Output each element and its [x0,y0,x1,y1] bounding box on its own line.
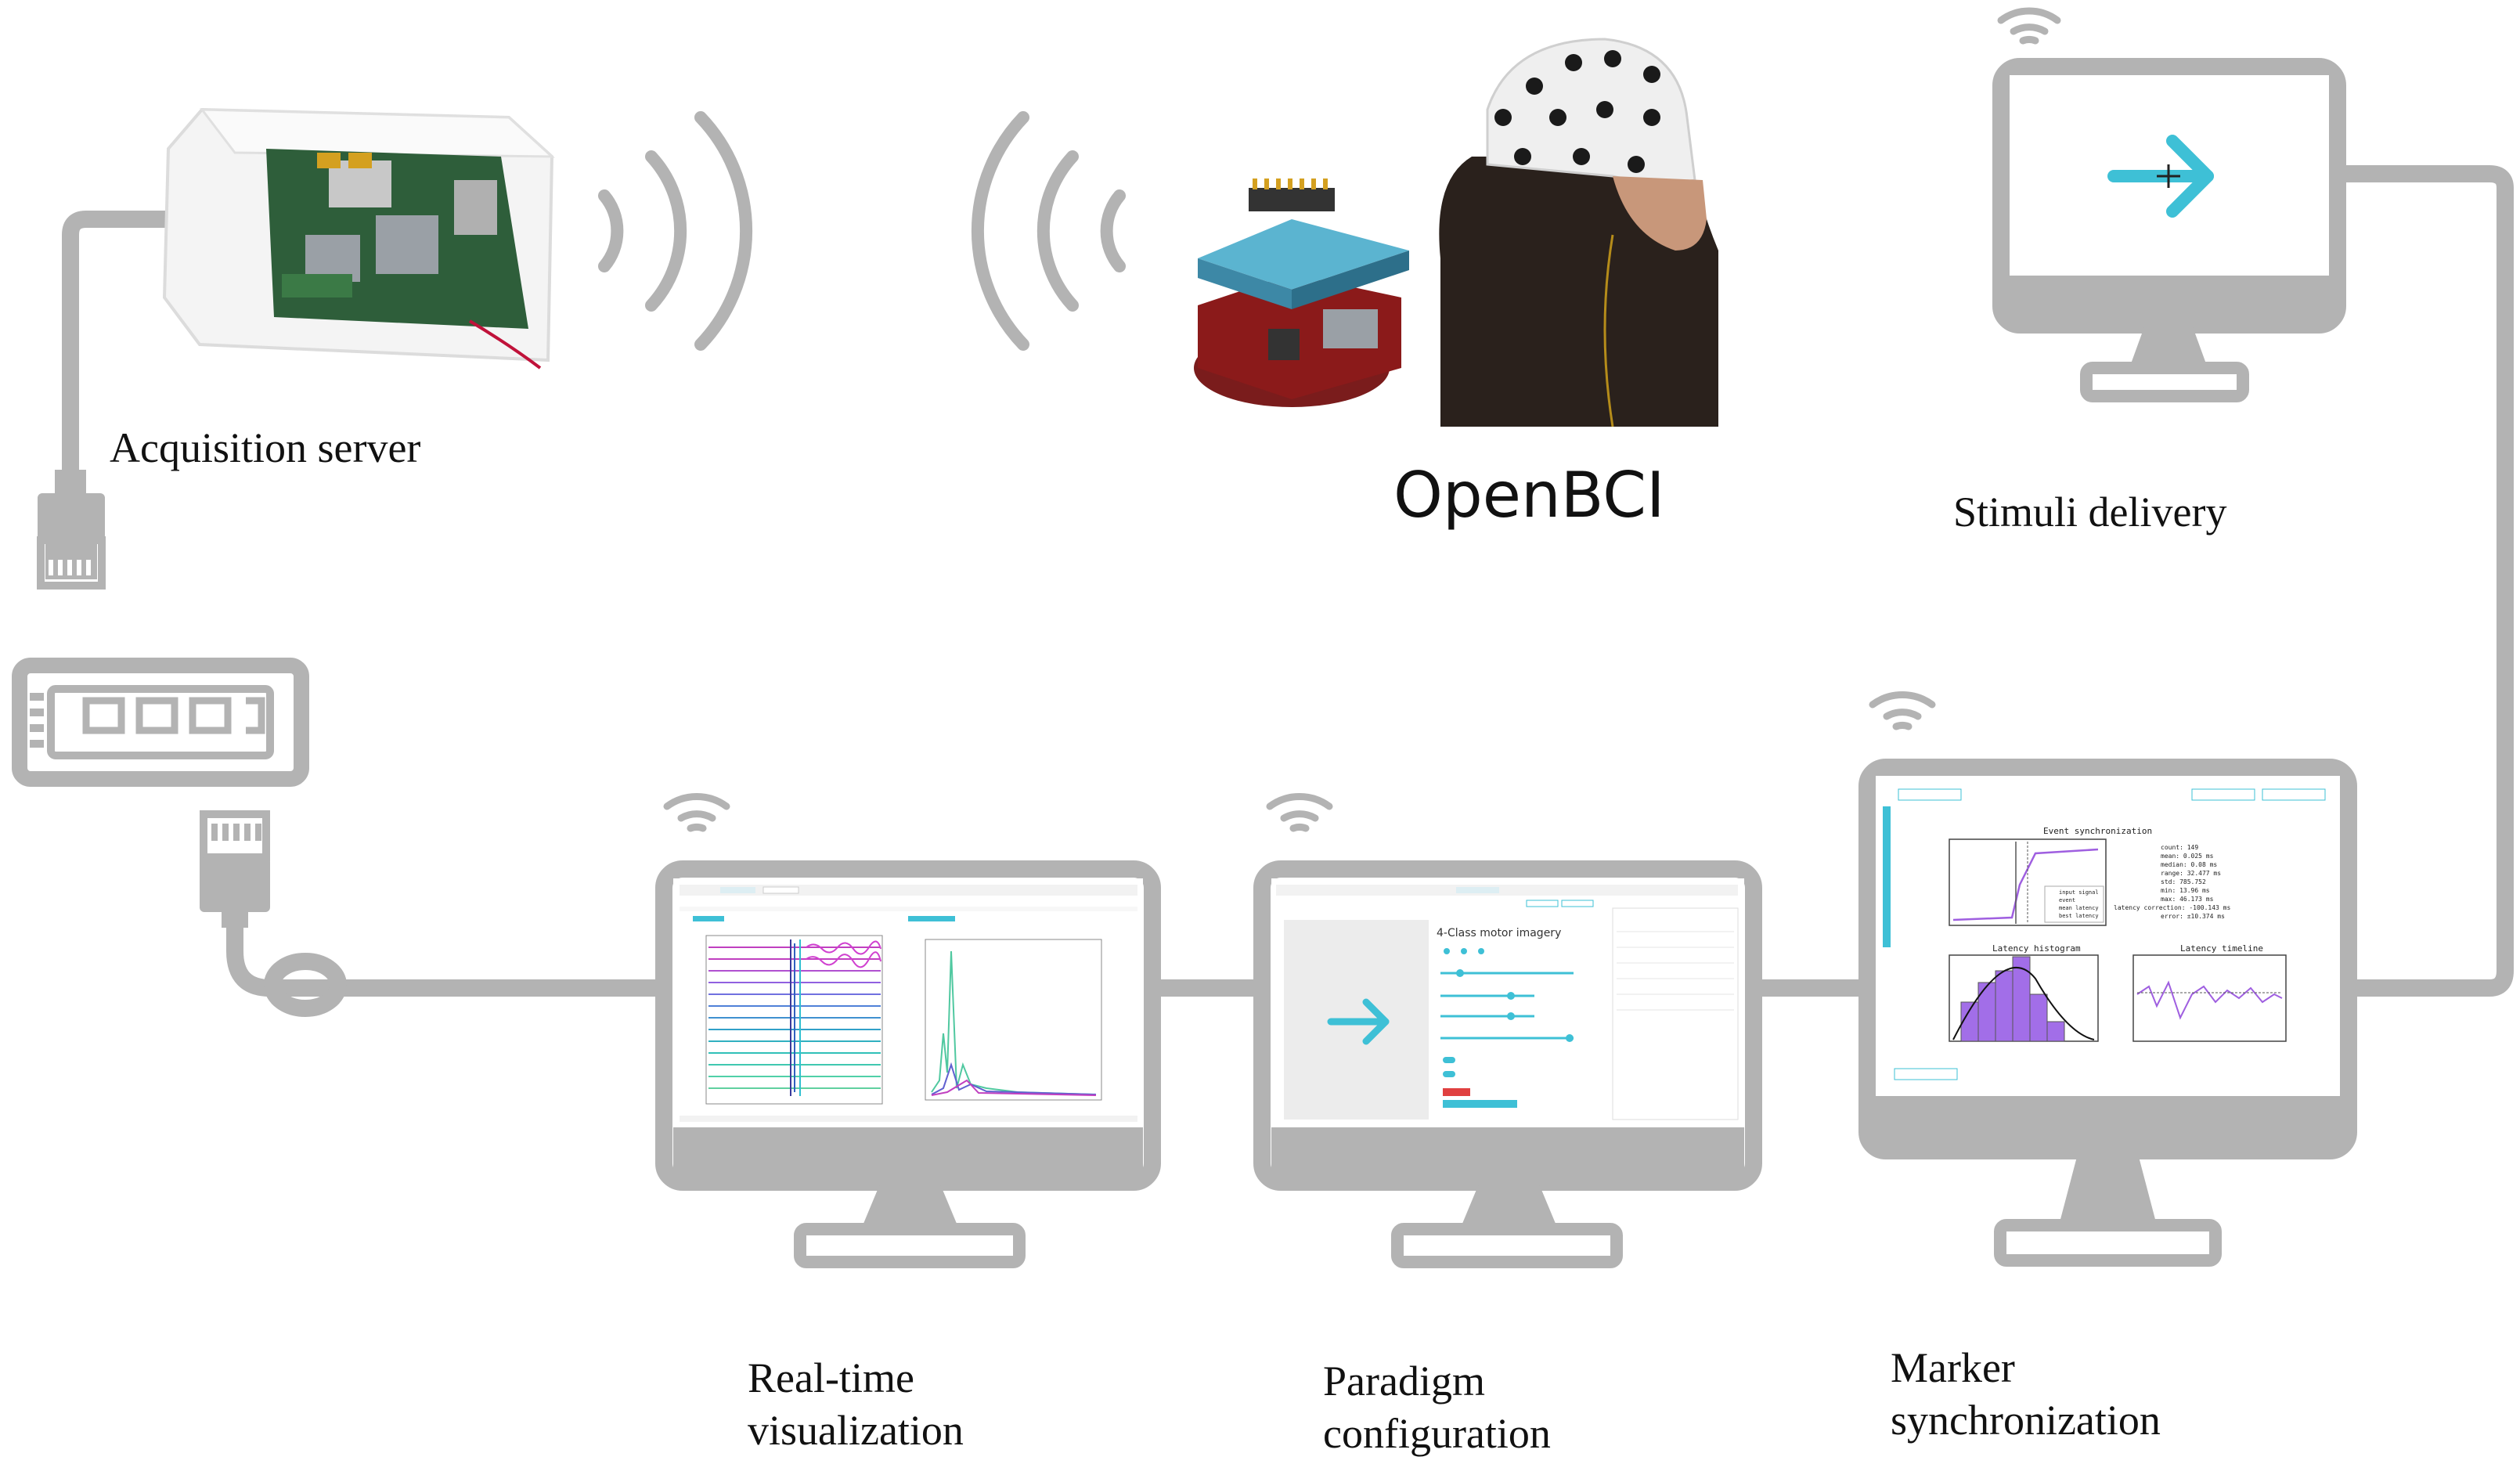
ethernet-plug-top-icon [37,470,106,590]
stimuli-delivery-monitor [1992,7,2346,402]
stat-min: min: 13.96 ms [2161,887,2210,894]
marker-label-line1: Marker [1891,1344,2015,1391]
paradigm-label-line2: configuration [1323,1410,1551,1457]
paradigm-title: 4-Class motor imagery [1437,927,1561,939]
legend-event: event [2059,897,2075,903]
legend-input-signal: input signal [2059,889,2099,896]
realtime-visualization-monitor [655,793,1161,1268]
eeg-headset-wearer [1439,38,1718,427]
latency-timeline-title: Latency timeline [2180,943,2263,954]
wifi-icon [1266,793,1333,832]
marker-label-line2: synchronization [1891,1397,2161,1444]
openbci-board [1194,178,1409,407]
acquisition-server-label: Acquisition server [110,424,420,471]
network-switch-icon [12,658,309,787]
latency-stats: count: 149 mean: 0.025 ms median: 0.08 m… [2114,844,2230,920]
openbci-label: OpenBCI [1393,459,1665,532]
paradigm-label-line1: Paradigm [1323,1358,1485,1405]
wireless-signal-right-icon [598,111,753,351]
switch-to-monitor1-cable [226,903,674,997]
eeg-artifact-burst [790,939,881,1096]
latency-histogram-title: Latency histogram [1992,943,2081,954]
realtime-label-line1: Real-time [748,1354,914,1401]
spectrum-plot [931,950,1097,1096]
paradigm-configuration-monitor: 4-Class motor imagery [1253,793,1762,1268]
stat-error: error: ±10.374 ms [2161,913,2225,920]
wifi-icon [663,793,730,832]
legend-best-latency: best latency [2059,913,2099,919]
server-to-jack-cable [62,211,193,478]
acquisition-server-device [162,107,555,370]
ethernet-plug-bottom-icon [200,810,270,928]
event-sync-title: Event synchronization [2043,826,2152,836]
stat-median: median: 0.08 ms [2161,861,2217,868]
wireless-signal-left-icon [971,111,1126,351]
realtime-label-line2: visualization [748,1407,964,1454]
monitor3-to-stimuli-cable [2328,165,2514,997]
stimuli-delivery-label: Stimuli delivery [1953,489,2226,535]
stat-mean: mean: 0.025 ms [2161,853,2214,860]
cable-coil [264,953,347,1017]
wifi-icon [1997,7,2061,45]
event-sync-legend: input signal event mean latency best lat… [2044,885,2104,923]
paradigm-arrow-icon [1327,998,1390,1045]
stat-range: range: 32.477 ms [2161,870,2221,877]
wifi-icon [1869,691,1936,730]
legend-mean-latency: mean latency [2059,905,2099,911]
stat-max: max: 46.173 ms [2161,896,2214,903]
histogram-bars [1960,956,2065,1042]
stat-std: std: 785.752 [2161,878,2206,885]
stat-latency-correction: latency correction: -100.143 ms [2114,904,2230,911]
marker-synchronization-monitor: Event synchronization input signal event… [1858,691,2357,1267]
stat-count: count: 149 [2161,844,2198,851]
